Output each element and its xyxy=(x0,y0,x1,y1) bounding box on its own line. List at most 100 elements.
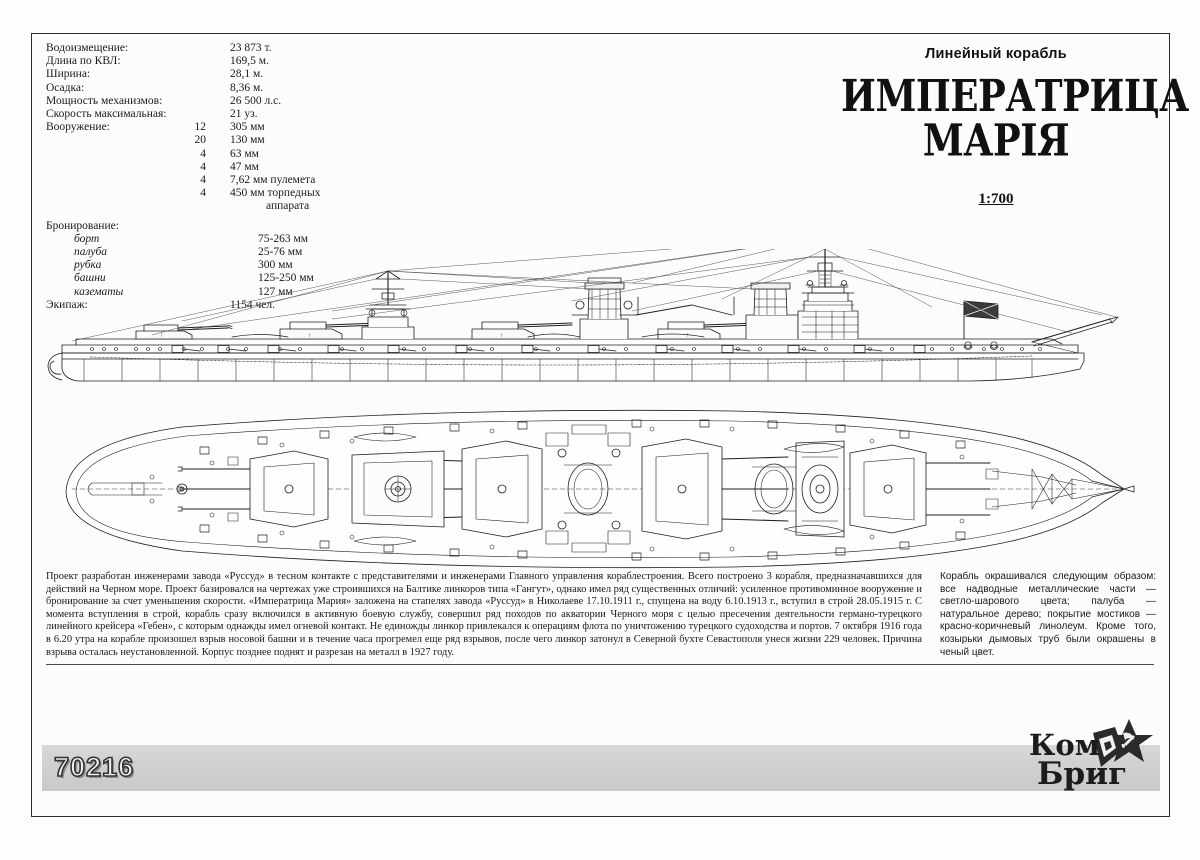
spec-row: Ширина: 28,1 м. xyxy=(46,68,386,81)
spec-quantity: 20 xyxy=(194,134,207,147)
armor-spacer xyxy=(192,233,258,246)
spec-row: Осадка: 8,36 м. xyxy=(46,82,386,95)
spec-row: Скорость максимальная: 21 уз. xyxy=(46,108,386,121)
armor-value: 75-263 мм xyxy=(258,232,309,245)
side-profile-drawing: ↑ ↑ xyxy=(47,249,1119,382)
spec-label: Ширина: xyxy=(46,68,91,81)
kit-number: 70216 xyxy=(53,751,135,783)
spec-value: 47 мм xyxy=(230,160,259,173)
spec-value: 130 мм xyxy=(230,134,265,147)
spec-quantity xyxy=(164,55,230,68)
ship-name-line1: ИМПЕРАТРИЦА xyxy=(841,69,1189,122)
svg-text:↑: ↑ xyxy=(500,333,503,339)
horizontal-rule xyxy=(46,664,1154,665)
spec-label: Длина по КВЛ: xyxy=(46,55,121,68)
description-zone: Проект разработан инженерами завода «Рус… xyxy=(46,571,1156,659)
spec-label xyxy=(46,161,164,174)
ship-name: ИМПЕРАТРИЦА МАРІЯ xyxy=(841,73,1189,167)
spec-quantity xyxy=(164,82,230,95)
kombrig-logo: Ком Бриг xyxy=(1011,717,1161,795)
spec-value: 28,1 м. xyxy=(230,68,264,81)
spec-row: Длина по КВЛ: 169,5 м. xyxy=(46,55,386,68)
spec-label: Вооружение: xyxy=(46,121,110,134)
svg-text:↑: ↑ xyxy=(686,333,689,339)
logo-text-line1: Ком xyxy=(1029,728,1100,762)
spec-label: Мощность механизмов: xyxy=(46,94,163,107)
spec-label: Осадка: xyxy=(46,81,85,94)
spec-quantity: 4 xyxy=(200,147,206,160)
spec-quantity: 4 xyxy=(200,160,206,173)
pennant-icon xyxy=(1093,727,1123,767)
spec-value: аппарата xyxy=(266,200,310,213)
spec-label xyxy=(46,148,164,161)
svg-text:↑: ↑ xyxy=(160,333,163,339)
spec-value: 21 уз. xyxy=(230,108,258,121)
spec-row: 20 130 мм xyxy=(46,134,386,147)
armor-header-label: Бронирование: xyxy=(46,219,119,232)
title-block: Линейный корабль ИМПЕРАТРИЦА МАРІЯ 1:700 xyxy=(841,46,1189,208)
spec-row: Мощность механизмов: 26 500 л.с. xyxy=(46,95,386,108)
armor-row: башни 125-250 мм xyxy=(46,272,386,285)
spec-row: Вооружение: 12 305 мм xyxy=(46,121,386,134)
specifications-table: Водоизмещение: 23 873 т. Длина по КВЛ: 169,… xyxy=(46,42,386,312)
spec-row: 4 63 мм xyxy=(46,148,386,161)
armor-row: палуба 25-76 мм xyxy=(46,246,386,259)
armor-label: казематы xyxy=(74,285,124,298)
spec-quantity xyxy=(164,200,230,213)
spec-quantity xyxy=(164,108,230,121)
spec-value: 23 873 т. xyxy=(230,42,272,54)
spec-label xyxy=(46,134,164,147)
spec-label: Водоизмещение: xyxy=(46,42,129,54)
spec-value: 8,36 м. xyxy=(230,81,264,94)
armor-label: палуба xyxy=(74,246,108,259)
sheet-frame: Водоизмещение: 23 873 т. Длина по КВЛ: 169,… xyxy=(31,33,1189,817)
spec-value: 7,62 мм пулемета xyxy=(230,174,316,187)
spec-value: 63 мм xyxy=(230,147,259,160)
spec-label xyxy=(46,174,164,187)
spec-row: 4 47 мм xyxy=(46,161,386,174)
spec-label: Скорость максимальная: xyxy=(46,108,167,121)
spec-row: 4 450 мм торпедных xyxy=(46,187,386,200)
bottom-gray-bar xyxy=(42,745,1160,791)
spec-quantity xyxy=(164,42,230,55)
spec-quantity xyxy=(164,68,230,81)
armor-header-row: Бронирование: xyxy=(46,220,386,233)
svg-text:↑: ↑ xyxy=(308,333,311,339)
armor-value: 125-250 мм xyxy=(258,272,314,285)
armor-value: 300 мм xyxy=(258,259,293,272)
star-hammer-sickle-icon xyxy=(1105,719,1153,762)
spec-label xyxy=(46,187,164,200)
crew-row: Экипаж: 1154 чел. xyxy=(46,299,386,312)
scale-label: 1:700 xyxy=(978,191,1014,207)
armor-label: рубка xyxy=(74,259,102,272)
ship-name-line2: МАРІЯ xyxy=(922,114,1070,167)
spec-value: 305 мм xyxy=(230,121,265,134)
spec-value: 26 500 л.с. xyxy=(230,94,282,107)
logo-text-line2: Бриг xyxy=(1037,756,1127,792)
spec-row: 4 7,62 мм пулемета xyxy=(46,174,386,187)
armor-row: рубка 300 мм xyxy=(46,259,386,272)
spec-row: Водоизмещение: 23 873 т. xyxy=(46,42,386,55)
ship-drawings: ↑ ↑ xyxy=(32,249,1171,589)
spec-label xyxy=(46,200,164,213)
spec-value: 450 мм торпедных xyxy=(230,187,321,200)
crew-value: 1154 чел. xyxy=(230,298,275,311)
spec-quantity xyxy=(164,95,230,108)
spec-quantity: 4 xyxy=(200,174,206,187)
top-plan-drawing xyxy=(65,409,1135,569)
history-paragraph: Проект разработан инженерами завода «Рус… xyxy=(46,571,922,658)
spec-main-rows: Водоизмещение: 23 873 т. Длина по КВЛ: 169,… xyxy=(46,42,386,214)
spec-quantity: 12 xyxy=(194,121,207,134)
ship-class-kicker: Линейный корабль xyxy=(925,46,1067,62)
crew-label: Экипаж: xyxy=(46,298,88,311)
spec-value: 169,5 м. xyxy=(230,55,269,68)
armor-label: башни xyxy=(74,272,106,285)
spec-quantity: 4 xyxy=(200,187,206,200)
armor-label: борт xyxy=(74,232,100,245)
painting-paragraph: Корабль окрашивался следующим образом: в… xyxy=(940,571,1156,658)
armor-row: борт 75-263 мм xyxy=(46,233,386,246)
armor-value: 25-76 мм xyxy=(258,246,303,259)
